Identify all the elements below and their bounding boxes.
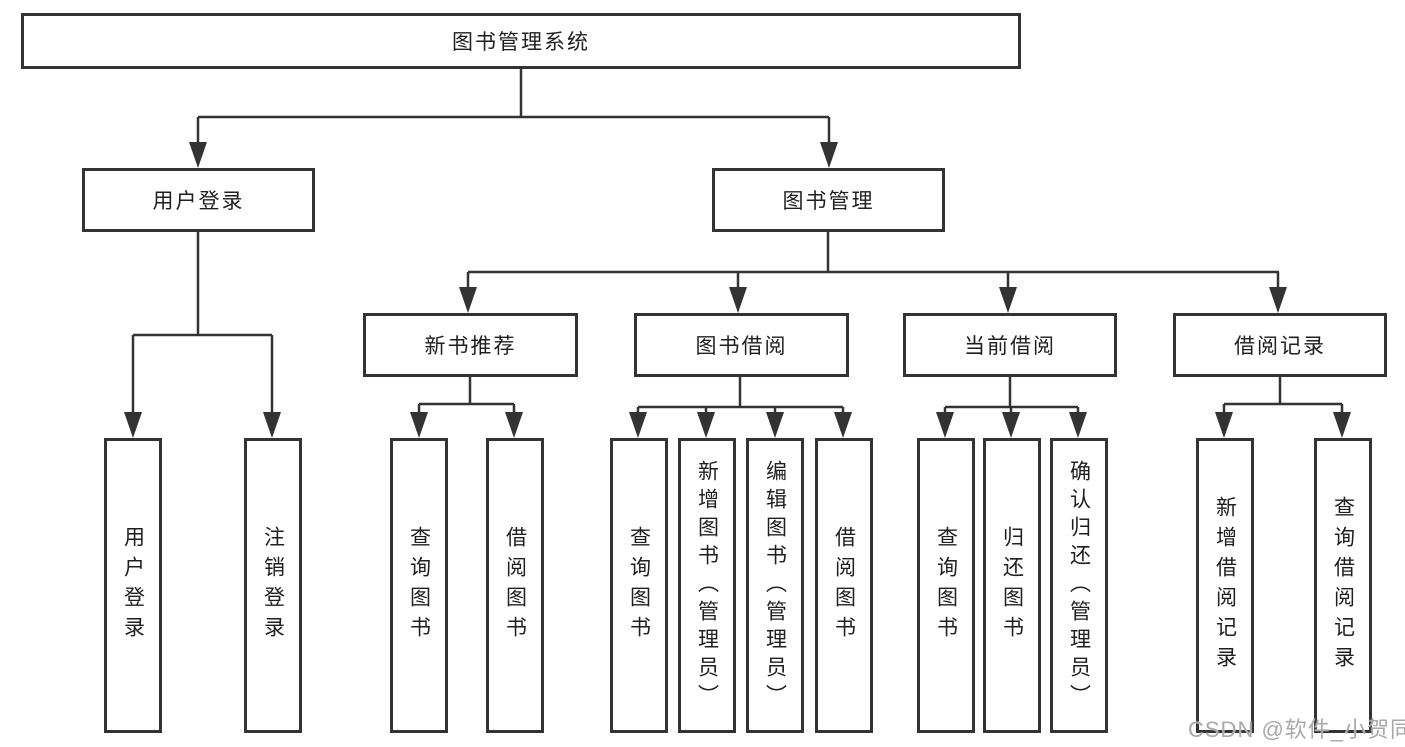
node-user-login: 用户登录 <box>82 168 315 232</box>
node-label: 图书管理系统 <box>452 31 590 54</box>
node-book-management: 图书管理 <box>712 168 945 232</box>
node-label: 当前借阅 <box>964 335 1056 358</box>
node-book-borrowing: 图书借阅 <box>634 313 849 377</box>
node-label: 查询图书 <box>407 525 431 646</box>
node-label: 新增图书（管理员） <box>695 459 719 712</box>
leaf-confirm-return-admin: 确认归还（管理员） <box>1050 438 1108 733</box>
leaf-query-borrow-record: 查询借阅记录 <box>1314 438 1372 733</box>
node-label: 查询图书 <box>627 525 651 646</box>
leaf-borrow-book-borrowing: 借阅图书 <box>815 438 873 733</box>
leaf-query-book-recommend: 查询图书 <box>390 438 448 733</box>
node-label: 用户登录 <box>121 525 145 646</box>
node-new-book-recommend: 新书推荐 <box>363 313 578 377</box>
node-label: 借阅图书 <box>503 525 527 646</box>
node-label: 用户登录 <box>152 190 245 213</box>
leaf-query-book-borrowing: 查询图书 <box>610 438 668 733</box>
node-borrowing-records: 借阅记录 <box>1173 313 1387 377</box>
node-label: 归还图书 <box>1000 525 1024 646</box>
node-label: 图书管理 <box>782 190 875 213</box>
arrowhead-icons <box>124 142 1351 438</box>
node-label: 新书推荐 <box>424 335 517 358</box>
node-label: 查询借阅记录 <box>1331 495 1355 676</box>
leaf-borrow-book-recommend: 借阅图书 <box>486 438 544 733</box>
leaf-query-book-current: 查询图书 <box>917 438 975 733</box>
leaf-edit-book-admin: 编辑图书（管理员） <box>746 438 804 733</box>
node-label: 查询图书 <box>934 525 958 646</box>
csdn-watermark: CSDN @软件_小贺同学 <box>1188 717 1405 742</box>
node-current-borrowing: 当前借阅 <box>903 313 1117 377</box>
leaf-add-book-admin: 新增图书（管理员） <box>678 438 736 733</box>
leaf-logout: 注销登录 <box>244 438 302 733</box>
node-label: 新增借阅记录 <box>1213 495 1237 676</box>
leaf-return-book: 归还图书 <box>983 438 1041 733</box>
node-root-system: 图书管理系统 <box>21 13 1021 69</box>
leaf-add-borrow-record: 新增借阅记录 <box>1196 438 1254 733</box>
node-label: 编辑图书（管理员） <box>763 459 787 712</box>
node-label: 借阅图书 <box>832 525 856 646</box>
node-label: 图书借阅 <box>695 335 788 358</box>
node-label: 注销登录 <box>261 525 285 646</box>
leaf-user-login: 用户登录 <box>104 438 162 733</box>
node-label: 借阅记录 <box>1234 335 1326 358</box>
node-label: 确认归还（管理员） <box>1067 459 1091 712</box>
